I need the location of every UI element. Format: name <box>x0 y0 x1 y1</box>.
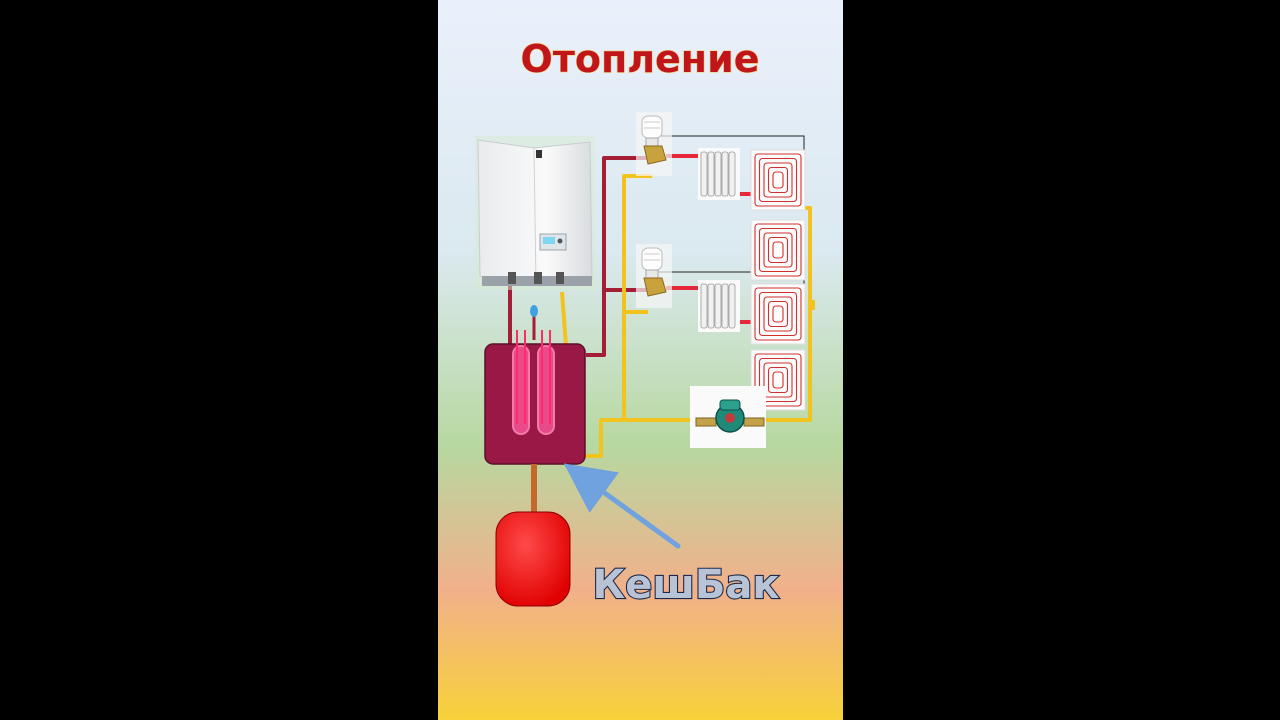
safety-valve-icon <box>530 305 538 340</box>
radiator-icon <box>698 148 740 200</box>
video-frame: Отопление <box>438 0 843 720</box>
floor-heating-loop-icon <box>750 219 806 281</box>
floor-heating-loop-icon <box>750 283 806 345</box>
floor-heating-loop-icon <box>750 149 806 211</box>
heating-scheme-diagram: Отопление <box>438 0 843 720</box>
thermostatic-valve-icon <box>636 244 672 308</box>
expansion-pipe <box>531 464 537 514</box>
radiator-icon <box>698 280 740 332</box>
diagram-title: Отопление <box>521 37 760 81</box>
buffer-tank-icon <box>484 330 586 465</box>
brand-label: КешБак <box>593 562 780 608</box>
floor-heating-loops <box>750 149 806 411</box>
expansion-vessel-icon <box>495 511 571 607</box>
boiler-icon <box>475 136 595 290</box>
pointer-arrow-icon <box>563 463 681 549</box>
circulation-pump-icon <box>690 386 766 448</box>
thermostatic-valve-icon <box>636 112 672 176</box>
